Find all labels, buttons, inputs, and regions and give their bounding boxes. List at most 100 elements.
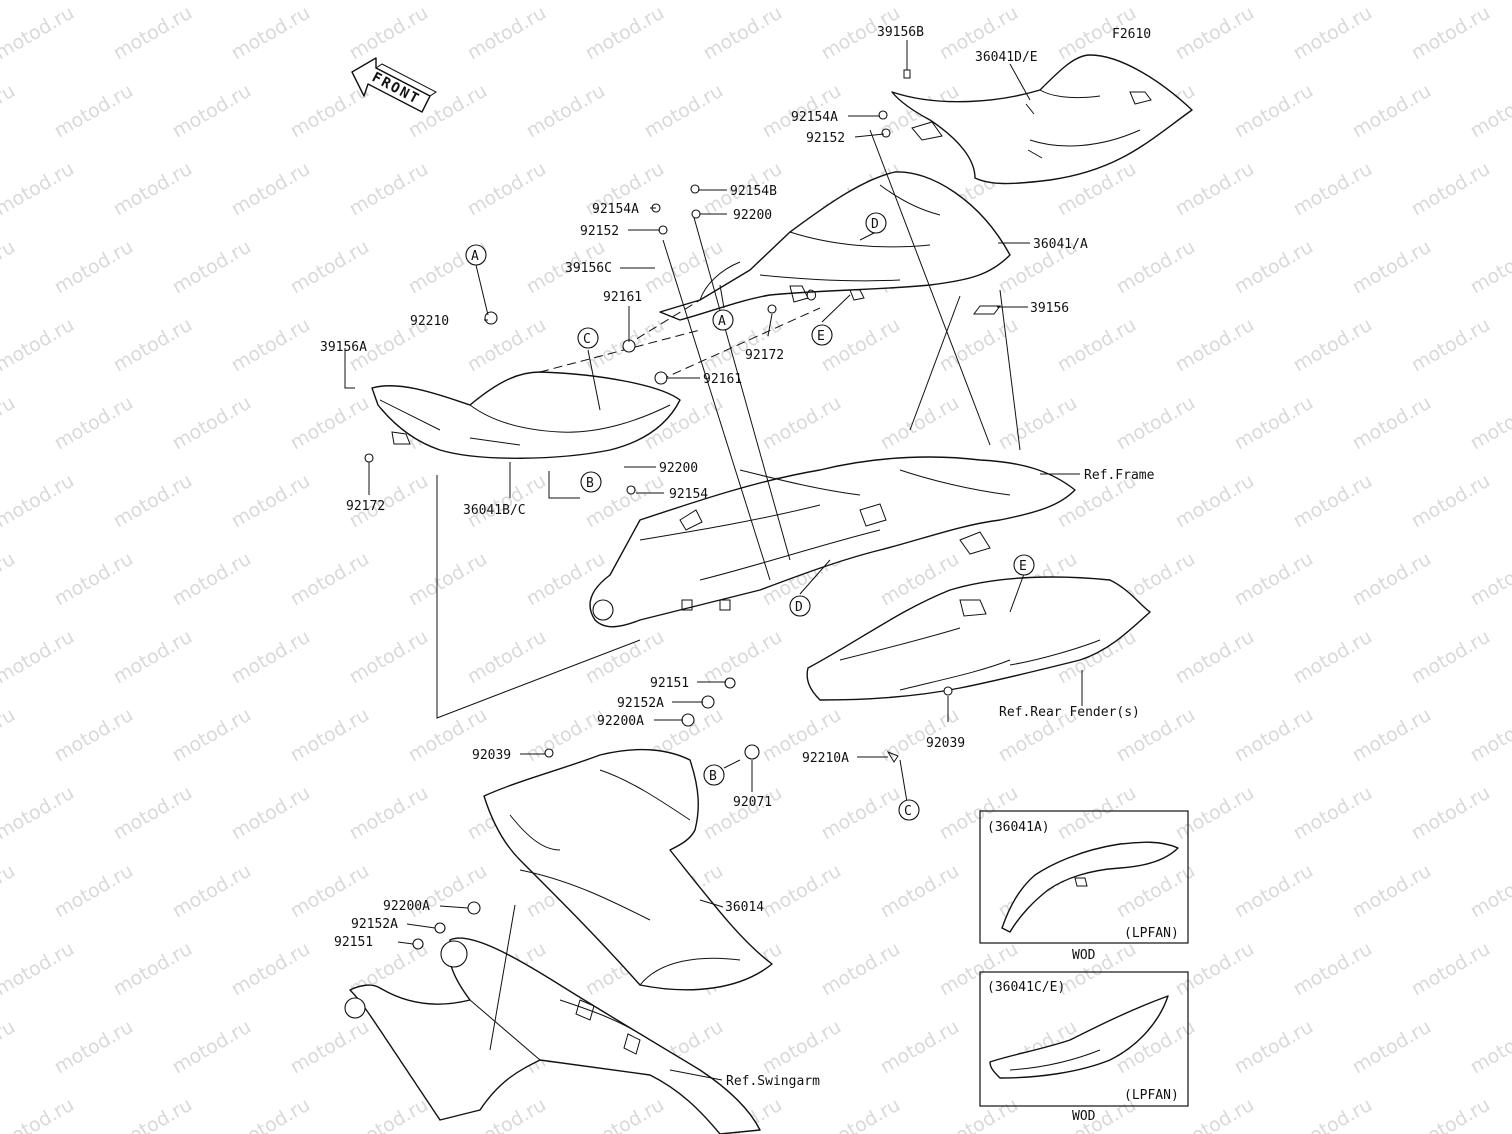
watermark-text: motod.ru [110,1094,196,1134]
watermark-text: motod.ru [51,80,137,143]
watermark-text: motod.ru [1054,314,1140,377]
watermark-text: motod.ru [405,548,491,611]
watermark-text: motod.ru [1290,158,1376,221]
assembly-guide-lines [436,129,1021,1051]
watermark-text: motod.ru [169,704,255,767]
watermark-text: motod.ru [0,860,19,923]
watermark-text: motod.ru [582,2,668,65]
rear-frame-part [589,456,1076,628]
watermark-text: motod.ru [51,236,137,299]
callout-A1: A [465,244,487,266]
watermark-text: motod.ru [1467,392,1512,455]
watermark-text: motod.ru [582,1094,668,1134]
side-cover-part [371,371,681,459]
watermark-text: motod.ru [818,938,904,1001]
watermark-text: motod.ru [346,782,432,845]
watermark-text: motod.ru [0,158,78,221]
label-92200-mid: 92200 [659,461,698,476]
watermark-text: motod.ru [464,158,550,221]
watermark-text: motod.ru [0,236,19,299]
watermark-text: motod.ru [228,470,314,533]
callout-E2: E [1013,554,1035,576]
watermark-text: motod.ru [110,2,196,65]
watermark-text: motod.ru [1054,938,1140,1001]
figure-code: F2610 [1112,27,1151,42]
label-92152-top: 92152 [806,131,845,146]
watermark-text: motod.ru [464,470,550,533]
svg-text:B: B [709,769,717,784]
callout-B2: B [703,764,725,786]
label-92172-r: 92172 [745,348,784,363]
inset-36041A: (36041A) (LPFAN) WOD [979,810,1189,963]
label-92152A-mid: 92152A [617,696,664,711]
watermark-text: motod.ru [1349,860,1435,923]
callout-C2: C [898,799,920,821]
watermark-text: motod.ru [0,470,78,533]
watermark-text: motod.ru [169,392,255,455]
watermark-text: motod.ru [1290,314,1376,377]
watermark-text: motod.ru [0,1094,78,1134]
inset-top-variant: (LPFAN) [1124,926,1179,941]
watermark-text: motod.ru [1467,80,1512,143]
watermark-text: motod.ru [110,626,196,689]
watermark-text: motod.ru [0,548,19,611]
watermark-text: motod.ru [1408,2,1494,65]
label-92151-low: 92151 [334,935,373,950]
watermark-text: motod.ru [1231,236,1317,299]
watermark-text: motod.ru [1231,392,1317,455]
watermark-text: motod.ru [228,158,314,221]
label-92210: 92210 [410,314,449,329]
watermark-text: motod.ru [1408,314,1494,377]
swingarm-part [344,937,761,1134]
watermark-text: motod.ru [1290,782,1376,845]
watermark-text: motod.ru [1172,626,1258,689]
watermark-text: motod.ru [346,626,432,689]
watermark-text: motod.ru [1172,314,1258,377]
label-92161-b: 92161 [703,372,742,387]
label-36041BC: 36041B/C [463,503,526,518]
watermark-text: motod.ru [1113,860,1199,923]
watermark-text: motod.ru [0,392,19,455]
watermark-text: motod.ru [818,782,904,845]
watermark-text: motod.ru [169,860,255,923]
watermark-text: motod.ru [1231,80,1317,143]
watermark-text: motod.ru [759,392,845,455]
callout-D1: D [865,212,887,234]
callout-B1: B [580,471,602,493]
watermark-text: motod.ru [700,782,786,845]
watermark-text: motod.ru [1172,470,1258,533]
watermark-text: motod.ru [464,314,550,377]
callout-D2: D [789,595,811,617]
watermark-text: motod.ru [110,314,196,377]
svg-text:D: D [795,600,803,615]
label-92152: 92152 [580,224,619,239]
watermark-text: motod.ru [818,314,904,377]
watermark-text: motod.ru [1467,236,1512,299]
inset-36041CE: (36041C/E) (LPFAN) WOD [979,971,1189,1124]
watermark-text: motod.ru [877,704,963,767]
label-92154B: 92154B [730,184,777,199]
label-92154: 92154 [669,487,708,502]
watermark-text: motod.ru [346,1094,432,1134]
watermark-text: motod.ru [1408,470,1494,533]
label-92161-a: 92161 [603,290,642,305]
inset-bottom-title: (36041C/E) [987,980,1065,995]
label-39156B: 39156B [877,25,924,40]
watermark-text: motod.ru [1172,782,1258,845]
label-36041A: 36041/A [1033,237,1088,252]
watermark-text: motod.ru [1172,938,1258,1001]
watermark-text: motod.ru [169,1016,255,1079]
svg-text:D: D [871,217,879,232]
watermark-text: motod.ru [1349,392,1435,455]
svg-text:C: C [583,332,591,347]
label-92152A-low: 92152A [351,917,398,932]
watermark-text: motod.ru [1349,236,1435,299]
watermark-text: motod.ru [759,860,845,923]
svg-text:E: E [817,329,825,344]
watermark-text: motod.ru [936,314,1022,377]
watermark-text: motod.ru [287,860,373,923]
watermark-text: motod.ru [759,1016,845,1079]
label-ref-swingarm: Ref.Swingarm [726,1074,820,1089]
watermark-text: motod.ru [228,782,314,845]
svg-text:E: E [1019,559,1027,574]
